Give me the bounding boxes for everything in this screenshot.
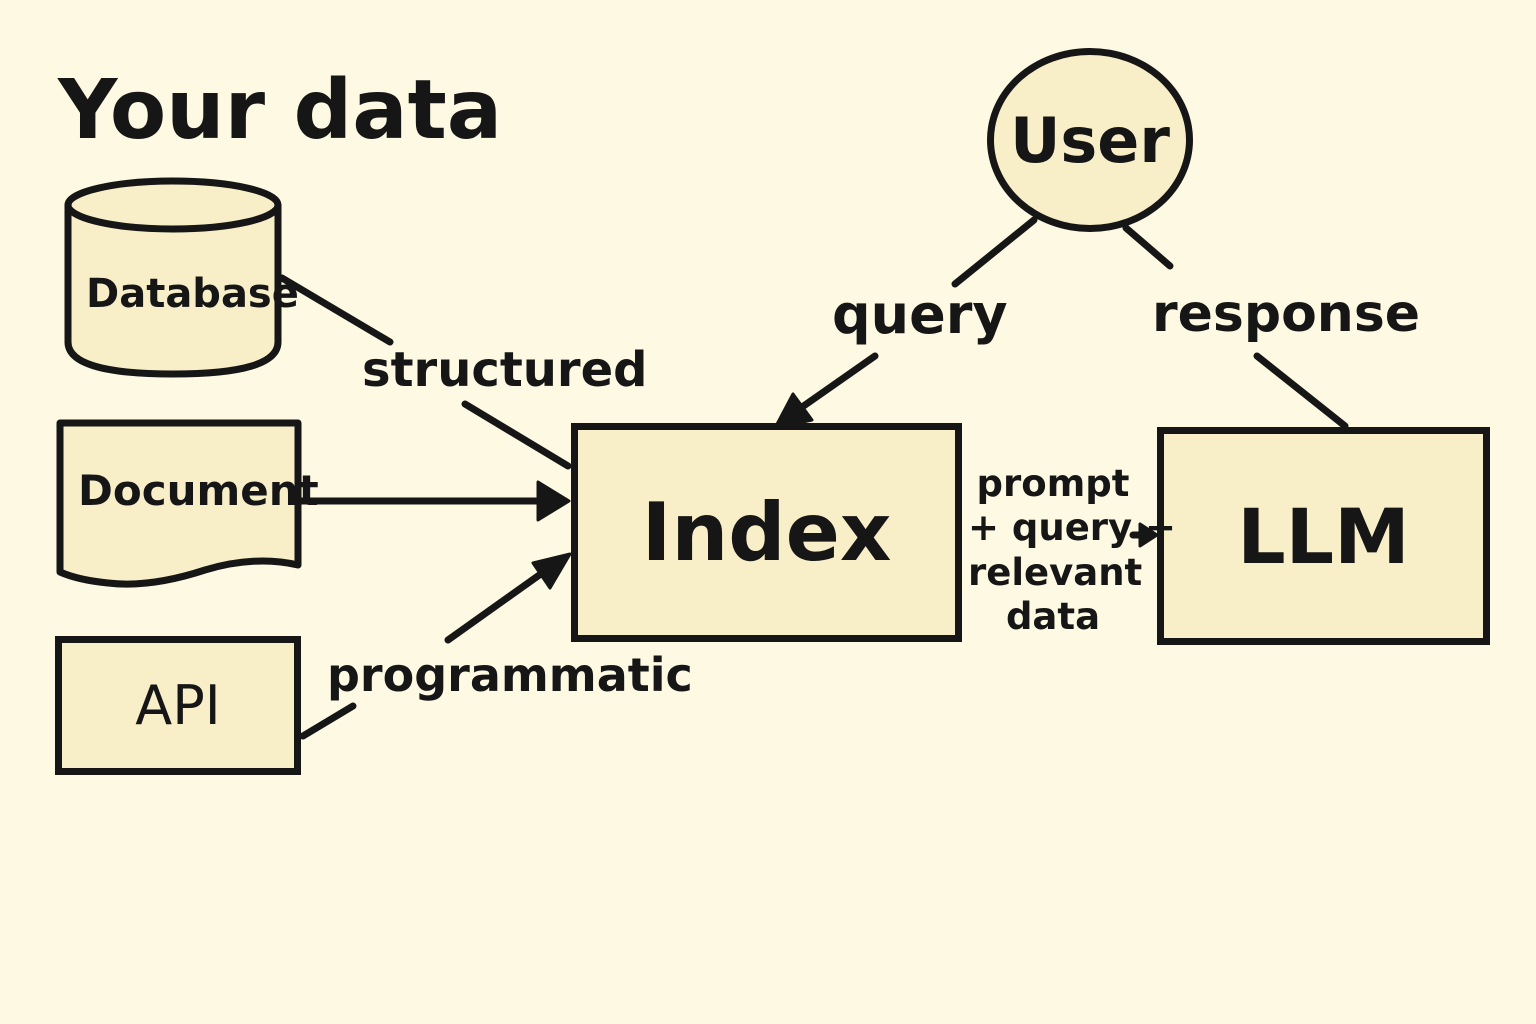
query-edge-label: query: [832, 283, 1008, 346]
index-label: Index: [641, 486, 892, 579]
document-shape: [56, 419, 302, 588]
query-index-line: [791, 352, 879, 416]
database-label: Database: [86, 271, 299, 317]
llm-label: LLM: [1237, 491, 1410, 581]
database-cylinder-top: [64, 177, 282, 233]
programmatic-arrow-head: [531, 552, 572, 590]
prompt-line: relevant: [968, 550, 1143, 594]
structured-line-upper: [278, 274, 394, 346]
api-node: API: [55, 636, 301, 775]
diagram-title: Your data: [58, 63, 503, 158]
response-edge-label: response: [1152, 284, 1421, 344]
index-node: Index: [571, 423, 962, 642]
prompt-line: prompt: [976, 462, 1130, 505]
user-response-line: [1122, 224, 1174, 270]
llm-node: LLM: [1157, 427, 1490, 645]
response-llm-line: [1253, 352, 1349, 430]
database-cylinder-body: [64, 201, 282, 378]
programmatic-line-upper: [444, 562, 556, 644]
user-label: User: [1010, 103, 1170, 177]
prompt-edge-label: prompt + query + relevant data: [968, 462, 1177, 640]
document-label: Document: [78, 466, 319, 515]
prompt-line: data: [1005, 595, 1101, 639]
prompt-line: + query +: [968, 506, 1177, 550]
structured-edge-label: structured: [362, 342, 648, 398]
programmatic-edge-label: programmatic: [327, 648, 693, 702]
user-query-line: [951, 216, 1038, 288]
prompt-arrow-head: [1138, 522, 1159, 548]
document-arrow-head: [536, 480, 571, 522]
user-node: User: [987, 48, 1193, 232]
structured-line-lower: [461, 400, 572, 470]
programmatic-line-lower: [299, 702, 357, 740]
api-label: API: [135, 674, 221, 737]
